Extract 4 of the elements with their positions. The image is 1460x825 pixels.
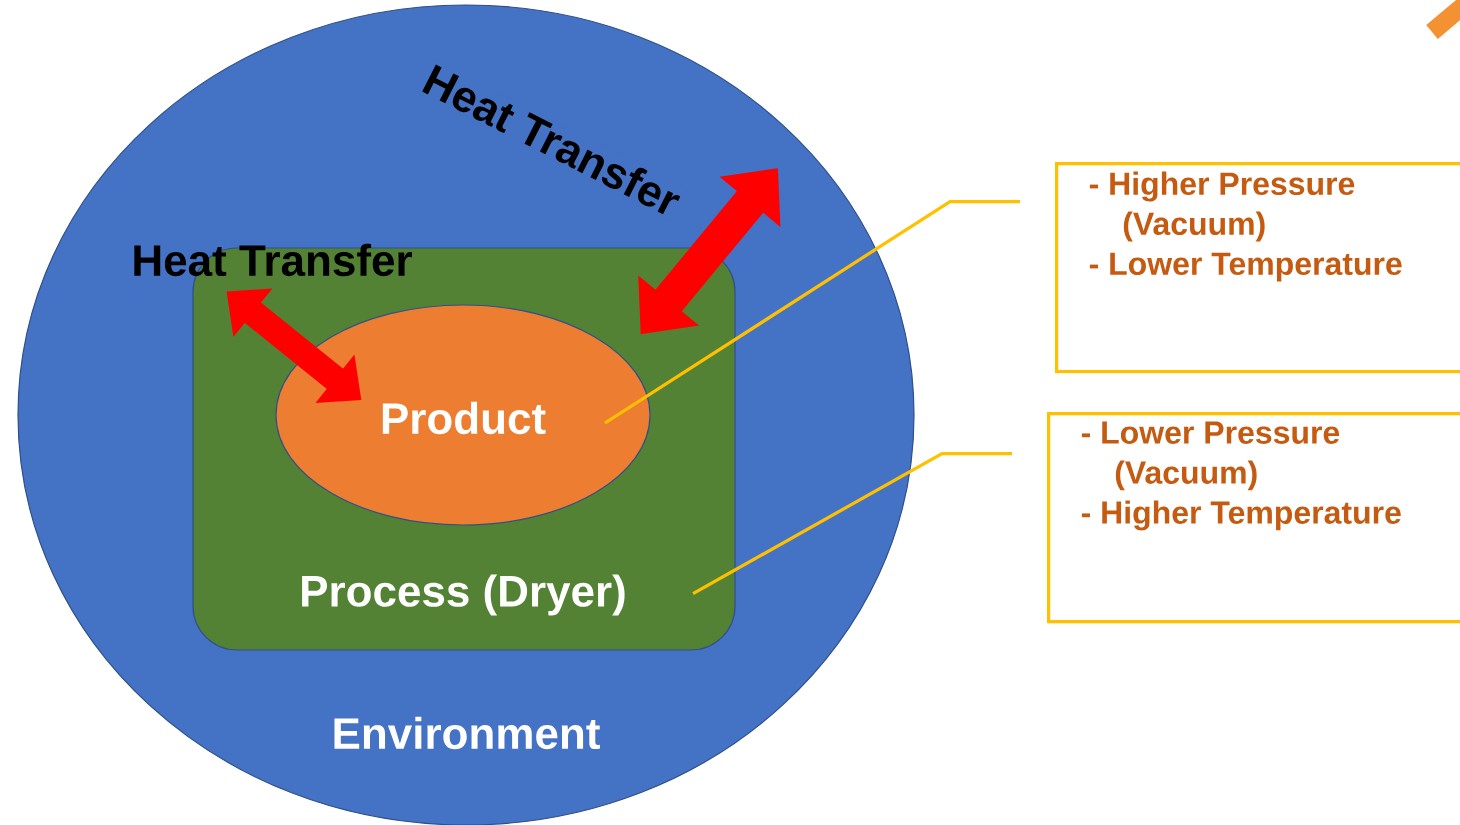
leader-line [692, 452, 1012, 595]
note-box: - Higher Pressure (Vacuum) - Lower Temperature [1055, 162, 1460, 374]
note-box: - Lower Pressure (Vacuum) - Higher Temperature [1047, 412, 1460, 624]
leader-line [604, 200, 1020, 425]
